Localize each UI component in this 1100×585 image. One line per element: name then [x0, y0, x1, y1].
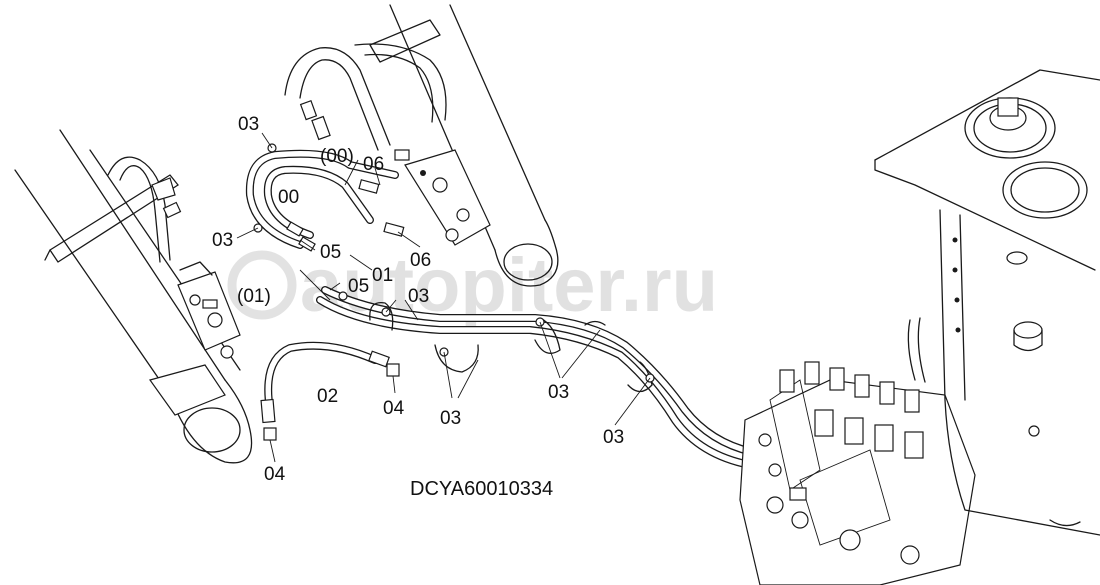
callout-03-right: 03: [548, 382, 569, 403]
upper-cylinder-valve: [394, 149, 491, 246]
callout-04-middle: 04: [383, 398, 405, 419]
callout-00: 00: [278, 187, 299, 208]
hose-loop-00: [245, 149, 405, 252]
callout-01: 01: [372, 265, 393, 286]
callout-04-bottom: 04: [264, 464, 286, 485]
callout-03-top: 03: [238, 114, 259, 135]
callout-03-left: 03: [212, 230, 233, 251]
callout-00-parenthesized: (00): [320, 146, 354, 167]
main-control-valve: [739, 317, 976, 585]
callout-03-middle: 03: [408, 286, 429, 307]
callout-03-lower: 03: [440, 408, 461, 429]
leader-lines: [236, 132, 651, 463]
callout-01-parenthesized: (01): [237, 286, 271, 307]
callout-03-far-right: 03: [603, 427, 624, 448]
callout-02: 02: [317, 386, 338, 407]
callout-06-lower: 06: [410, 250, 431, 271]
callout-06-upper: 06: [363, 154, 384, 175]
callout-05-upper: 05: [320, 242, 341, 263]
upper-boom-cylinder: [284, 4, 559, 287]
callout-05-lower: 05: [348, 276, 369, 297]
drawing-code: DCYA60010334: [410, 478, 553, 500]
callout-labels: 03 (00) 06 00 03 05 06 01 (01) 05 03 02 …: [212, 114, 624, 485]
main-hose-bundle: [316, 286, 756, 469]
left-boom-cylinder: [14, 129, 253, 464]
upper-frame: [874, 69, 1100, 536]
left-cylinder-valve: [177, 261, 241, 359]
